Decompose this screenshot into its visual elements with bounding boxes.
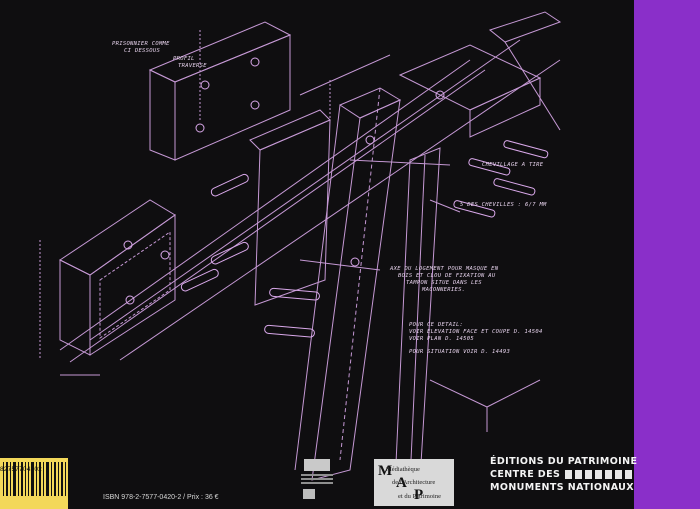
publisher-block: ÉDITIONS DU PATRIMOINE CENTRE DES MONUME…	[490, 456, 637, 493]
annotation-axe-line1: AXE DU LOGEMENT POUR MASQUE EN	[390, 266, 499, 272]
ministry-logo	[301, 459, 333, 505]
mediatheque-line1: Médiathèque	[386, 466, 420, 473]
annotation-axe-line2: BOIS ET CLOU DE FIXATION AU	[398, 273, 496, 279]
annotation-chevilles: 5 DES CHEVILLES : 6/7 MM	[460, 202, 547, 208]
annotation-traverse: TRAVERSE	[178, 63, 207, 69]
annotation-situation: POUR SITUATION VOIR D. 14493	[409, 349, 511, 355]
isbn-price: ISBN 978-2-7577-0420-2 / Prix : 36 €	[103, 494, 219, 501]
mediatheque-line3: et du Patrimoine	[398, 493, 441, 500]
mediatheque-line2: de l'Architecture	[392, 479, 436, 486]
monuments-logo-icon	[565, 470, 636, 479]
annotation-prisonnier: PRISONNIER COMME	[112, 41, 170, 47]
publisher-line3: MONUMENTS NATIONAUX	[490, 482, 635, 493]
annotation-axe-line4: MACONNERIES.	[422, 287, 466, 293]
annotation-axe-line3: TAMPON SITUE DANS LES	[406, 280, 482, 286]
publisher-line2: CENTRE DES	[490, 469, 561, 480]
annotation-chevillage: CHEVILLAGE A TIRE	[482, 162, 544, 168]
barcode-digits: 82757704202	[0, 466, 42, 473]
publisher-line1: ÉDITIONS DU PATRIMOINE	[490, 456, 638, 467]
technical-drawing	[39, 11, 562, 486]
annotation-ci-dessous: CI DESSOUS	[124, 48, 161, 54]
purple-side-band	[634, 0, 700, 509]
barcode	[0, 458, 68, 509]
annotation-detail-line2: VOIR ELEVATION FACE ET COUPE D. 14504	[409, 329, 543, 335]
annotation-detail-line3: VOIR PLAN D. 14505	[409, 336, 475, 342]
mediatheque-logo: M A P Médiathèque de l'Architecture et d…	[374, 459, 454, 506]
annotation-detail-line1: POUR CE DETAIL:	[409, 322, 464, 328]
annotation-profil: PROFIL	[173, 56, 195, 62]
